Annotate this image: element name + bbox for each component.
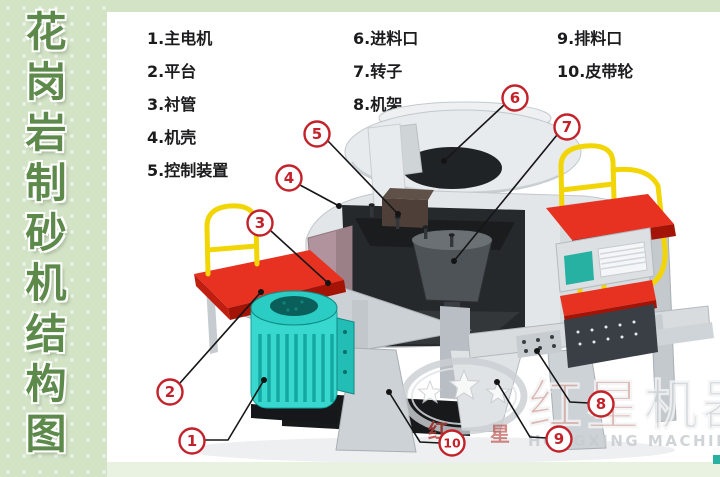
casing-bolts	[368, 203, 455, 247]
belt-pulley-area	[335, 347, 417, 453]
vertical-page-title: 花 岗 岩 制 砂 机 结 构 图	[0, 0, 92, 463]
callouts: 1 2 3 4 5	[156, 84, 615, 457]
title-char: 岩	[25, 108, 67, 157]
svg-text:8: 8	[596, 395, 606, 413]
motor-fins	[258, 334, 334, 402]
callout-2: 2	[156, 289, 264, 406]
callout-3: 3	[246, 209, 331, 286]
legend-item-4: 4.机壳	[147, 128, 197, 147]
louver-lines	[599, 246, 647, 270]
title-char: 制	[25, 158, 67, 207]
callout-5: 5	[303, 120, 401, 217]
svg-text:7: 7	[562, 118, 572, 136]
legend-item-10: 10.皮带轮	[557, 62, 634, 81]
legend-column-3: 9.排料口 10.皮带轮	[557, 22, 633, 88]
legend-item-9: 9.排料口	[557, 29, 623, 48]
svg-text:10: 10	[443, 436, 461, 451]
title-char: 花	[25, 8, 67, 56]
legend-item-7: 7.转子	[353, 62, 403, 81]
callout-10: 10	[386, 389, 466, 457]
callout-9: 9	[494, 379, 573, 453]
legend-column-2: 6.进料口 7.转子 8.机架	[353, 22, 418, 121]
title-char: 结	[25, 309, 67, 358]
svg-text:5: 5	[312, 125, 322, 143]
legend-item-1: 1.主电机	[147, 29, 213, 48]
svg-text:2: 2	[165, 383, 175, 401]
svg-text:6: 6	[510, 89, 520, 107]
star-icon	[417, 379, 443, 404]
watermark: 红星机器 红 星 HONGXING MACHINERY	[400, 357, 720, 450]
legend-item-8: 8.机架	[353, 95, 403, 114]
control-cabinet	[555, 227, 658, 368]
svg-text:1: 1	[187, 432, 197, 450]
cabinet-dots	[576, 320, 638, 346]
top-green-border	[107, 0, 720, 12]
title-char: 机	[25, 259, 67, 308]
title-char: 岗	[25, 58, 67, 107]
watermark-brand-en: HONGXING MACHINERY	[528, 432, 720, 450]
title-char: 图	[25, 410, 67, 458]
callout-1: 1	[178, 377, 267, 455]
legend-column-1: 1.主电机 2.平台 3.衬管 4.机壳 5.控制装置	[147, 22, 228, 187]
callout-4: 4	[275, 164, 342, 209]
main-motor	[250, 290, 355, 424]
flange-bolts	[343, 330, 347, 374]
callout-8: 8	[534, 348, 615, 418]
legend-item-6: 6.进料口	[353, 29, 419, 48]
watermark-brand-cn: 红星机器	[528, 374, 720, 437]
title-char: 构	[25, 359, 67, 408]
corner-mark	[713, 455, 720, 464]
svg-text:3: 3	[255, 214, 265, 232]
control-device	[382, 188, 434, 228]
callout-7: 7	[451, 113, 581, 264]
svg-text:4: 4	[284, 169, 294, 187]
legend-item-2: 2.平台	[147, 62, 197, 81]
svg-text:9: 9	[554, 430, 564, 448]
motor-cap-speckles	[282, 300, 304, 312]
legend-item-5: 5.控制装置	[147, 161, 229, 180]
star-icon	[485, 379, 511, 404]
title-char: 砂	[25, 209, 67, 257]
legend-item-3: 3.衬管	[147, 95, 197, 114]
three-star-oval-logo-icon	[400, 357, 528, 435]
watermark-seal-char-2: 星	[490, 422, 510, 446]
star-icon	[447, 368, 481, 401]
callout-6: 6	[441, 84, 529, 164]
left-green-sidebar	[0, 0, 107, 477]
bottom-green-border	[107, 462, 720, 477]
